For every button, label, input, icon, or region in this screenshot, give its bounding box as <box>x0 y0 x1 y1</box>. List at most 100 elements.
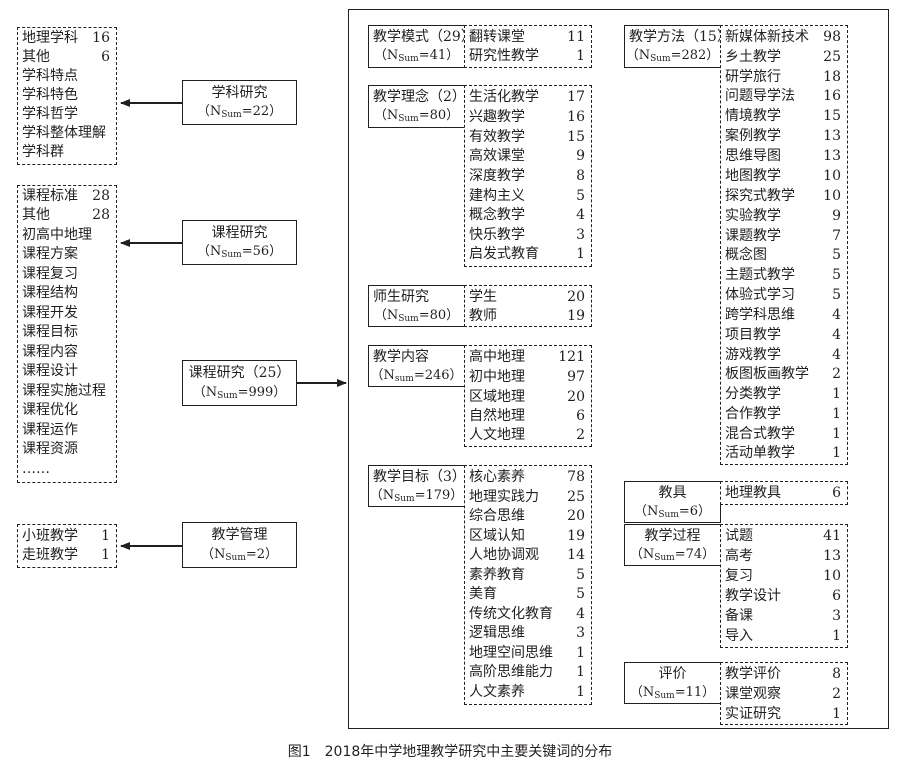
node-count: （NSum=74） <box>629 547 716 563</box>
teaching-mode-node: 教学模式（29） （NSum=41） <box>368 25 475 68</box>
node-count: （NSum=41） <box>373 48 460 64</box>
node-count: （NSum=22） <box>196 104 283 120</box>
keyword-row: 课程开发 <box>22 305 78 321</box>
subject-research-node: 学科研究 （NSum=22） <box>182 80 297 125</box>
keyword-row: 学科哲学 <box>22 106 78 122</box>
curriculum-research-center-node: 课程研究（25） （NSum=999） <box>182 360 297 406</box>
keyword-row: 课程运作 <box>22 422 78 438</box>
evaluation-node: 评价 （NSum=11） <box>624 662 721 704</box>
node-title: 学科研究 <box>211 85 268 101</box>
teaching-process-node: 教学过程 （NSum=74） <box>624 524 721 566</box>
keyword-row: 学科特点 <box>22 68 78 84</box>
node-title: 课程研究（25） <box>188 365 291 381</box>
node-count: （NSum=179） <box>369 488 464 504</box>
node-count: （NSum=80） <box>373 108 460 124</box>
node-count: （NSum=6） <box>633 504 712 520</box>
keyword-row: 初高中地理 <box>22 227 92 243</box>
node-count: （NSum=80） <box>373 308 460 324</box>
node-title: 教学理念（2） <box>373 89 466 105</box>
node-count: （NSum=999） <box>192 385 287 401</box>
node-title: 教学目标（3） <box>373 469 466 485</box>
node-title: 课程研究 <box>211 225 268 241</box>
node-count: （Nsum=246） <box>370 368 463 384</box>
keyword-row: 课程实施过程 <box>22 383 106 399</box>
node-count: （NSum=56） <box>196 244 283 260</box>
keyword-row: 课程设计 <box>22 363 78 379</box>
node-title: 教学内容 <box>373 349 429 365</box>
curriculum-research-frame <box>348 9 889 729</box>
node-count: （NSum=282） <box>625 48 720 64</box>
node-title: 教学方法（15） <box>629 29 731 45</box>
curriculum-research-node: 课程研究 （NSum=56） <box>182 220 297 265</box>
teaching-management-node: 教学管理 （NSum=2） <box>182 522 297 568</box>
node-title: 教学管理 <box>211 527 268 543</box>
teacher-student-research-node: 师生研究 （NSum=80） <box>368 285 465 327</box>
node-title: 教学模式（29） <box>373 29 475 45</box>
keyword-row: 课程内容 <box>22 344 78 360</box>
keyword-row: 课程目标 <box>22 324 78 340</box>
teaching-aids-node: 教具 （NSum=6） <box>624 481 721 523</box>
keyword-row: 课程结构 <box>22 285 78 301</box>
keyword-row: 课程复习 <box>22 266 78 282</box>
node-title: 教具 <box>658 485 687 501</box>
keyword-row: 课程资源 <box>22 441 78 457</box>
teaching-content-node: 教学内容 （Nsum=246） <box>368 345 465 387</box>
figure-caption: 图1 2018年中学地理教学研究中主要关键词的分布 <box>287 744 613 760</box>
node-count: （NSum=2） <box>200 547 279 563</box>
node-title: 评价 <box>658 666 687 682</box>
